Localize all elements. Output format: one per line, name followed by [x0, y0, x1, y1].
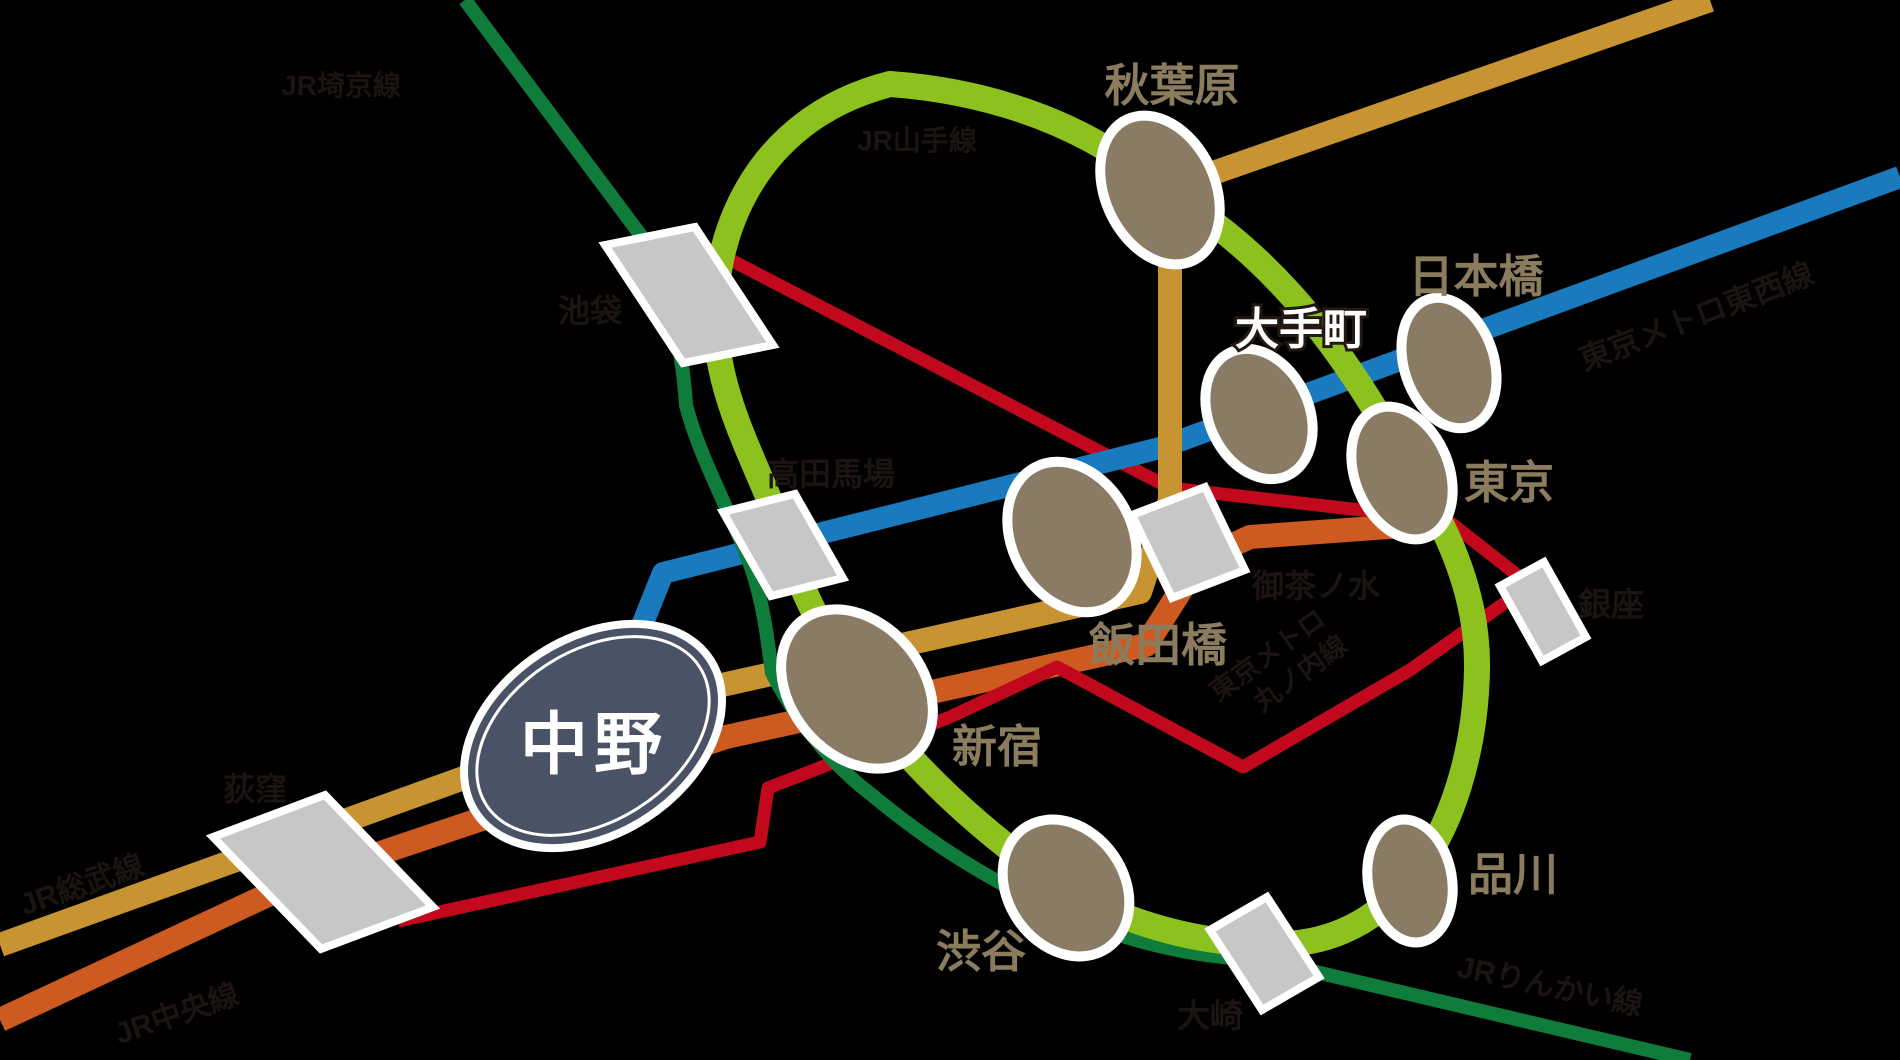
ochanomizu-interchange-marker[interactable]: [1126, 481, 1251, 604]
shibuya-station-label[interactable]: 渋谷: [936, 927, 1026, 977]
shinjuku-station-marker[interactable]: [750, 579, 964, 799]
ikebukuro-station-label[interactable]: 池袋: [558, 293, 622, 329]
nihombashi-station-marker[interactable]: [1385, 285, 1512, 440]
ochanomizu-station-label[interactable]: 御茶ノ水: [1251, 568, 1381, 604]
akihabara-station-marker[interactable]: [1077, 96, 1243, 284]
nakano-station-label: 中野: [520, 707, 668, 783]
otemachi-station-label[interactable]: 大手町: [1232, 302, 1370, 357]
ikebukuro-interchange-marker[interactable]: [598, 222, 780, 368]
marunouchi-line-path: [396, 252, 1537, 928]
ginza-station-label[interactable]: 銀座: [1578, 586, 1644, 623]
ginza-interchange-marker[interactable]: [1494, 556, 1592, 667]
shinagawa-station-marker[interactable]: [1358, 813, 1462, 950]
nakano-station-group[interactable]: 中野: [422, 578, 764, 895]
akihabara-station-label[interactable]: 秋葉原: [1104, 61, 1239, 111]
nakano-station-inner-ring: [475, 635, 711, 837]
ogikubo-station-label[interactable]: 荻窪: [223, 771, 287, 807]
takadanobaba-interchange-marker[interactable]: [716, 489, 850, 601]
shinagawa-station-label[interactable]: 品川: [1468, 850, 1558, 900]
otemachi-station-marker[interactable]: [1185, 331, 1333, 497]
tokyo-station-marker[interactable]: [1333, 391, 1472, 554]
saikyo-line-label: JR埼京線: [281, 69, 401, 101]
osaki-station-label[interactable]: 大崎: [1177, 997, 1243, 1034]
iidabashi-station-label[interactable]: 飯田橋: [1089, 620, 1227, 671]
osaki-interchange-marker[interactable]: [1204, 891, 1325, 1016]
ogikubo-interchange-marker[interactable]: [205, 790, 441, 954]
yamanote-line-label: JR山手線: [857, 124, 977, 156]
shibuya-station-marker[interactable]: [977, 795, 1156, 981]
tokyo-station-label[interactable]: 東京: [1464, 458, 1554, 508]
nihombashi-station-label[interactable]: 日本橋: [1408, 252, 1544, 302]
shinjuku-station-label[interactable]: 新宿: [952, 722, 1042, 772]
iidabashi-station-marker[interactable]: [982, 439, 1162, 635]
takadanobaba-station-label[interactable]: 高田馬場: [767, 456, 895, 492]
